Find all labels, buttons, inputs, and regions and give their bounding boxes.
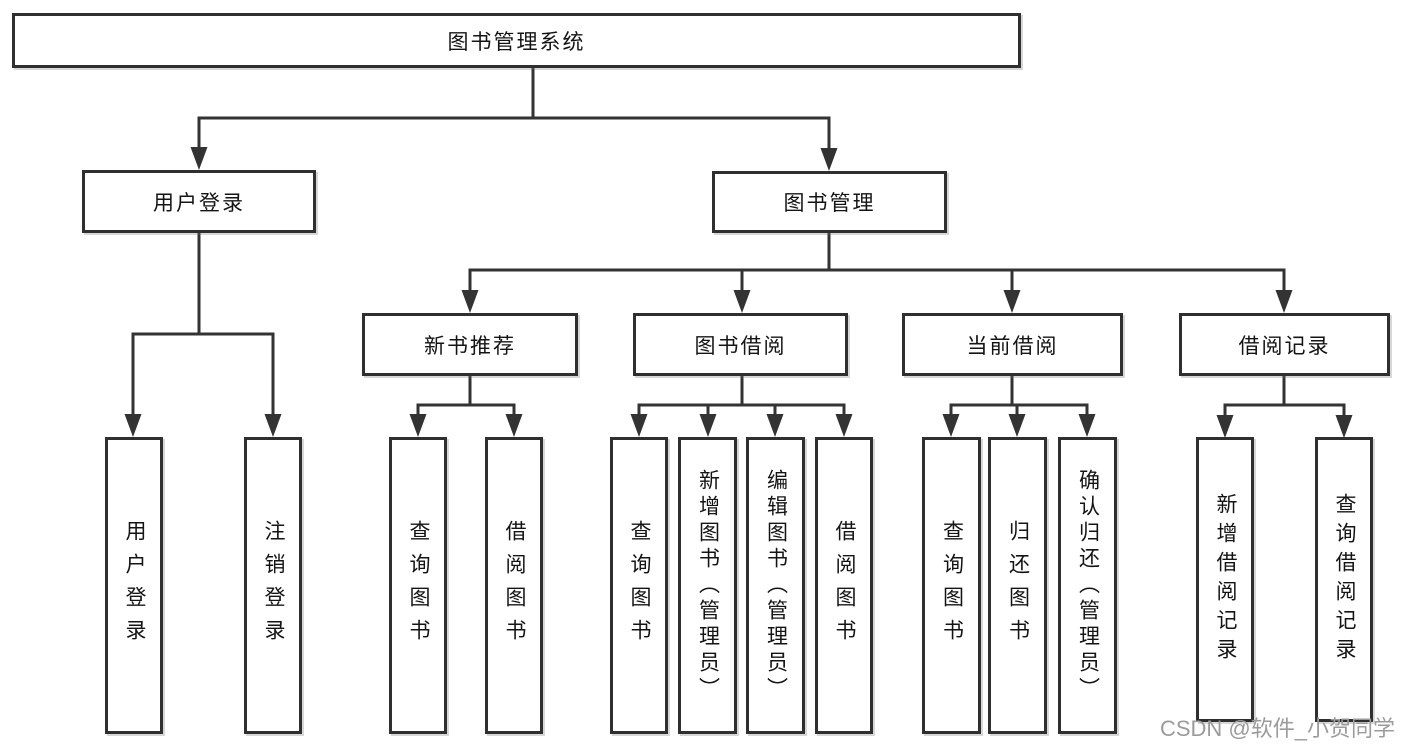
node-borrow-records: 借阅记录: [1179, 313, 1390, 376]
leaf-add-books-admin: 新增图书（管理员）: [678, 437, 737, 734]
node-label: 归还图书: [1006, 519, 1030, 652]
node-label: 借阅图书: [833, 519, 856, 652]
node-label: 用户登录: [123, 519, 146, 652]
leaf-query-books-current: 查询图书: [922, 437, 981, 734]
node-user-login: 用户登录: [82, 170, 316, 233]
node-book-management: 图书管理: [712, 171, 947, 233]
node-label: 当前借阅: [966, 334, 1059, 358]
node-label: 图书管理系统: [447, 30, 586, 54]
node-root-system: 图书管理系统: [12, 13, 1021, 68]
node-label: 查询借阅记录: [1333, 492, 1356, 667]
node-label: 确认归还（管理员）: [1076, 468, 1100, 703]
leaf-confirm-return-admin: 确认归还（管理员）: [1058, 437, 1117, 734]
leaf-return-books: 归还图书: [988, 437, 1047, 734]
csdn-watermark: CSDN @软件_小贺同学: [1159, 716, 1395, 741]
node-label: 新增图书（管理员）: [696, 468, 720, 703]
leaf-logout: 注销登录: [244, 437, 302, 734]
node-label: 编辑图书（管理员）: [764, 468, 788, 703]
node-new-book-recommend: 新书推荐: [362, 313, 578, 376]
node-label: 新书推荐: [424, 334, 516, 358]
node-label: 新增借阅记录: [1214, 492, 1237, 667]
leaf-borrow-books-recommend: 借阅图书: [485, 437, 543, 734]
node-label: 查询图书: [940, 519, 964, 652]
node-label: 注销登录: [262, 519, 285, 652]
leaf-edit-books-admin: 编辑图书（管理员）: [746, 437, 805, 734]
leaf-query-books-recommend: 查询图书: [389, 437, 447, 734]
node-label: 用户登录: [153, 191, 245, 215]
node-current-borrowing: 当前借阅: [902, 313, 1123, 376]
node-label: 借阅记录: [1238, 334, 1331, 358]
node-label: 查询图书: [407, 519, 430, 652]
node-book-borrowing: 图书借阅: [633, 313, 848, 376]
node-label: 图书管理: [783, 192, 876, 215]
node-label: 图书借阅: [694, 334, 787, 358]
leaf-query-borrow-record: 查询借阅记录: [1315, 437, 1373, 722]
leaf-query-books-borrowing: 查询图书: [610, 437, 668, 734]
node-label: 查询图书: [628, 519, 651, 652]
arrowheads: [124, 147, 1353, 438]
leaf-borrow-books-borrowing: 借阅图书: [815, 437, 873, 734]
leaf-user-login: 用户登录: [105, 437, 163, 734]
leaf-add-borrow-record: 新增借阅记录: [1196, 437, 1254, 722]
node-label: 借阅图书: [503, 519, 526, 652]
